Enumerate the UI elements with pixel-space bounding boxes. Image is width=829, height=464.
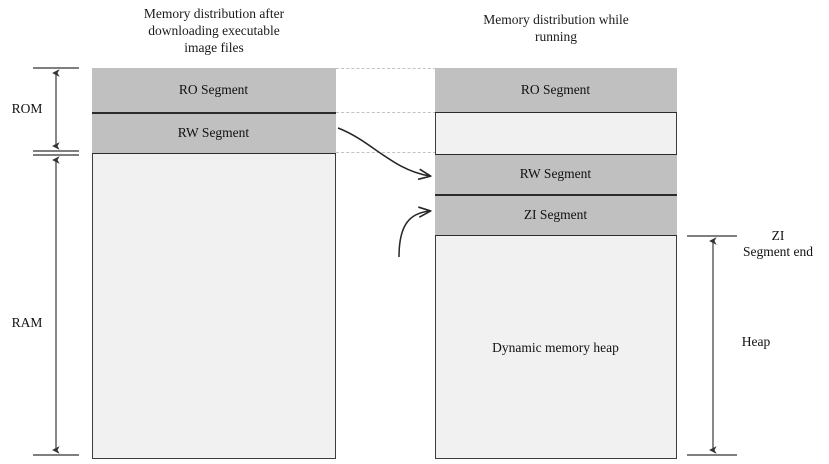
dimension-label-zi-segment-end: ZI Segment end <box>742 228 814 259</box>
left-memory-box: RO Segment RW Segment <box>91 67 336 461</box>
right-segment-rw-label: RW Segment <box>519 166 592 181</box>
right-panel-title: Memory distribution while running <box>483 12 629 44</box>
guide-line-ro-bottom <box>336 112 436 113</box>
right-segment-rw: RW Segment <box>434 153 677 195</box>
dimension-label-rom: ROM <box>11 101 43 116</box>
right-segment-gap <box>435 113 677 154</box>
right-segment-zi-label: ZI Segment <box>523 207 588 222</box>
left-segment-rw-label: RW Segment <box>177 125 250 140</box>
right-memory-box: RO Segment RW Segment ZI Segment Dynamic… <box>434 67 677 461</box>
left-segment-free <box>92 154 336 461</box>
guide-line-rw-bottom <box>336 152 436 153</box>
dimension-label-ram: RAM <box>11 315 43 330</box>
right-segment-heap: Dynamic memory heap <box>435 236 677 461</box>
right-segment-ro-label: RO Segment <box>520 81 591 97</box>
dimension-ram <box>33 154 79 456</box>
guide-line-top <box>336 68 436 69</box>
right-segment-zi: ZI Segment <box>434 194 677 236</box>
dimension-label-heap: Heap <box>741 334 771 349</box>
left-panel-title: Memory distribution after downloading ex… <box>143 6 285 55</box>
right-segment-heap-label: Dynamic memory heap <box>492 339 619 355</box>
right-segment-ro: RO Segment <box>434 67 677 113</box>
left-segment-rw: RW Segment <box>91 112 336 154</box>
left-segment-ro-label: RO Segment <box>178 81 249 97</box>
connector-zi-arrow <box>398 211 430 258</box>
left-segment-ro: RO Segment <box>91 67 336 113</box>
